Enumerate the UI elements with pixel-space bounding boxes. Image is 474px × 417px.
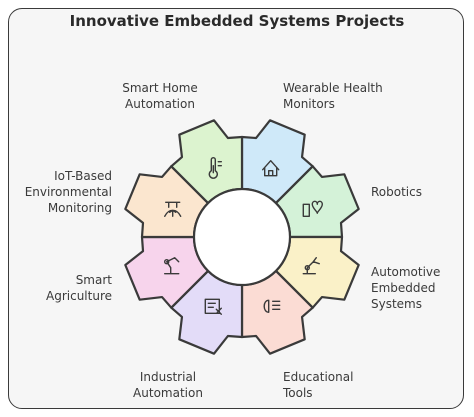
label-industrial-automation: Industrial Automation [133,370,203,400]
smart-home-icon [262,160,280,177]
certificate-icon [204,298,223,315]
diagram-title: Innovative Embedded Systems Projects [69,12,405,30]
thermometer-icon [208,157,223,179]
label-smart-home-automation: Smart Home Automation [122,81,198,111]
wearable-heart-icon [302,200,323,218]
label-smart-agriculture: Smart Agriculture [46,273,112,303]
industrial-robot-icon [164,257,180,275]
label-educational-tools: Educational Tools [283,370,354,400]
gear-hub [192,187,292,287]
label-automotive-embedded-systems: Automotive Embedded Systems [371,265,441,311]
robot-arm-icon [302,257,320,275]
label-robotics: Robotics [371,185,422,199]
car-headlight-icon [263,299,281,313]
label-wearable-health-monitors: Wearable Health Monitors [283,81,383,111]
label-iot-environmental-monitoring: IoT-Based Environmental Monitoring [24,169,112,215]
agriculture-icon [164,201,182,218]
